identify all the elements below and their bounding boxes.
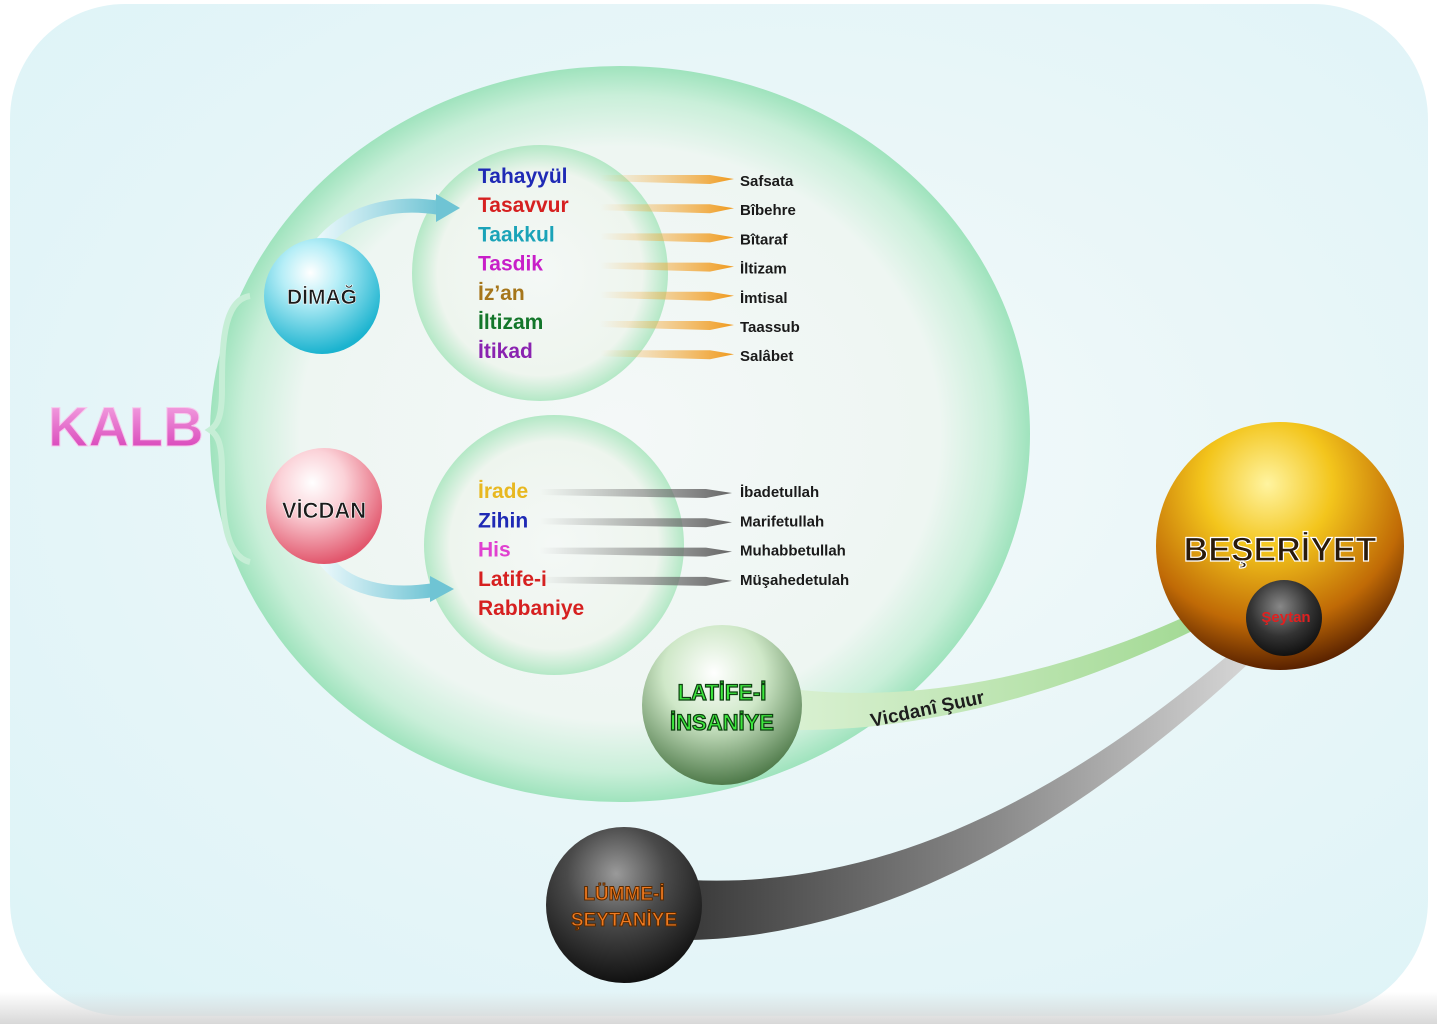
vicdan-inner-circle: [424, 415, 684, 675]
dimag-stage-arrow: [600, 175, 734, 184]
dimag-label: DİMAĞ: [287, 285, 357, 309]
dimag-stage-arrow: [600, 321, 734, 330]
vicdan-stage-result: Muhabbetullah: [740, 543, 846, 560]
latife-insaniye-ball: [642, 625, 802, 785]
vicdan-stage-name: Zihin: [478, 509, 528, 532]
dimag-stage-name: İtikad: [478, 340, 533, 363]
vicdan-stage-name: İrade: [478, 480, 528, 503]
lumme-seytaniye-ball: [546, 827, 702, 983]
dimag-stage-arrow: [600, 262, 734, 272]
dimag-stage-arrow: [600, 350, 734, 360]
dimag-stage-arrow: [600, 233, 734, 243]
lumme-beam: [690, 652, 1248, 940]
dimag-stage-result: Salâbet: [740, 348, 793, 365]
latife-insaniye-line1: LATİFE-İ: [678, 680, 767, 705]
vicdan-stage-result: Müşahedetulah: [740, 572, 849, 589]
dimag-stage-result: Bîtaraf: [740, 231, 789, 248]
vicdan-curved-arrow: [316, 551, 436, 600]
vicdani-suur-beam: [800, 600, 1226, 730]
vicdan-stage-result: Marifetullah: [740, 513, 824, 530]
vicdan-label: VİCDAN: [282, 498, 366, 523]
dimag-stage-name: Tasavvur: [478, 194, 569, 217]
vicdan-stage-arrow: [540, 547, 732, 557]
dimag-stage-result: Taassub: [740, 319, 800, 336]
kalb-bracket: [204, 293, 252, 565]
dimag-stage-name: Tahayyül: [478, 165, 567, 188]
dimag-stage-name: Taakkul: [478, 223, 555, 246]
dimag-stage-name: Tasdik: [478, 253, 543, 276]
dimag-ball: [264, 238, 380, 354]
dimag-stage-name: İltizam: [478, 311, 543, 334]
vicdan-ball: [266, 448, 382, 564]
dimag-stage-result: Safsata: [740, 173, 794, 190]
dimag-stage-arrow: [600, 204, 734, 214]
beseriyet-label: BEŞERİYET: [1184, 531, 1377, 569]
latife-insaniye-line2: İNSANİYE: [670, 710, 774, 735]
vicdan-stage-arrow: [540, 518, 732, 528]
seytan-ball: [1246, 580, 1322, 656]
dimag-stage-result: Bîbehre: [740, 202, 796, 219]
vicdan-stage-name: His: [478, 539, 511, 562]
lumme-seytaniye-line1: LÜMME-İ: [583, 884, 664, 905]
lumme-seytaniye-line2: ŞEYTANİYE: [571, 910, 677, 931]
vicdan-stage-name: Latife-i: [478, 568, 547, 591]
dimag-stage-result: İltizam: [740, 261, 787, 278]
dimag-stage-name: İz’an: [478, 282, 525, 305]
dimag-arrowhead: [436, 194, 460, 222]
vicdan-stage-name: Rabbaniye: [478, 597, 584, 620]
vicdan-arrowhead: [430, 576, 454, 602]
dimag-curved-arrow: [312, 198, 442, 253]
vicdan-stage-arrow: [540, 489, 732, 498]
vicdan-stage-result: İbadetullah: [740, 484, 819, 501]
dimag-stage-result: İmtisal: [740, 290, 788, 307]
seytan-label: Şeytan: [1261, 609, 1310, 626]
bottom-shadow: [0, 992, 1437, 1024]
dimag-stage-arrow: [600, 291, 734, 301]
kalb-label: KALB: [48, 395, 204, 458]
beseriyet-ball: [1156, 422, 1404, 670]
vicdan-stage-arrow: [540, 576, 732, 586]
